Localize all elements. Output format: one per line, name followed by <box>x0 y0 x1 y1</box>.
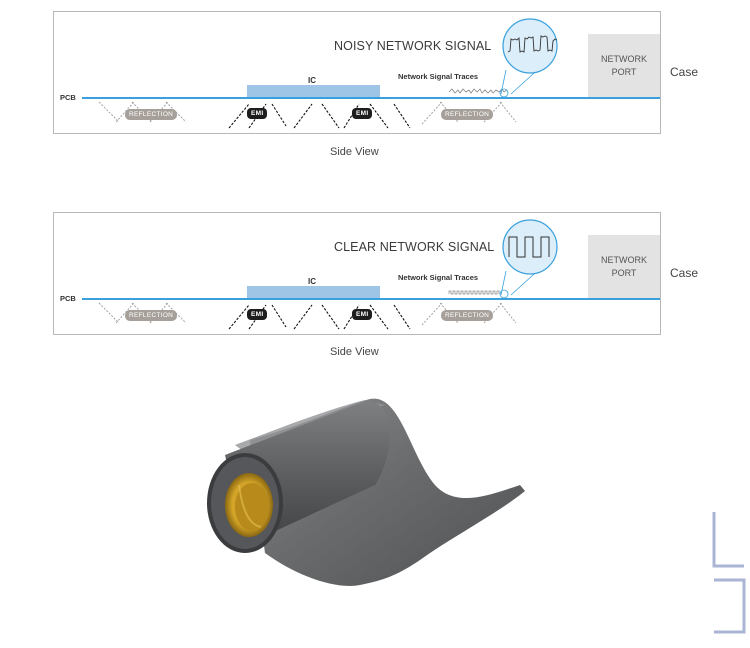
magnifier-connector-left <box>501 271 506 295</box>
port-line-2: PORT <box>612 268 637 278</box>
pcb-label: PCB <box>60 93 76 102</box>
noisy-signal-traces <box>449 89 507 93</box>
signal-magnifier <box>503 19 557 73</box>
panel-title: NOISY NETWORK SIGNAL <box>334 39 491 53</box>
reflection-badge-right: REFLECTION <box>441 109 493 120</box>
emi-badge-left: EMI <box>247 309 267 320</box>
magnifier-connector-left <box>501 70 506 94</box>
noisy-signal-panel: NOISY NETWORK SIGNAL IC Network Signal T… <box>53 11 661 134</box>
emi-badge-right: EMI <box>352 108 372 119</box>
reflection-badge-right: REFLECTION <box>441 310 493 321</box>
ic-label: IC <box>308 277 316 286</box>
case-label-1: Case <box>670 65 698 79</box>
clear-signal-traces <box>449 291 499 294</box>
traces-label: Network Signal Traces <box>398 72 478 81</box>
port-line-2: PORT <box>612 67 637 77</box>
emi-badge-left: EMI <box>247 108 267 119</box>
panel-title: CLEAR NETWORK SIGNAL <box>334 240 494 254</box>
network-port: NETWORK PORT <box>588 235 660 298</box>
side-view-caption-1: Side View <box>330 146 379 158</box>
reflection-badge-left: REFLECTION <box>125 310 177 321</box>
port-line-1: NETWORK <box>601 255 647 265</box>
ic-chip <box>247 286 380 298</box>
case-label-2: Case <box>670 266 698 280</box>
corner-bracket-icon <box>708 508 748 636</box>
ic-label: IC <box>308 76 316 85</box>
shielding-film-roll-image <box>195 385 535 595</box>
traces-label: Network Signal Traces <box>398 273 478 282</box>
emi-badge-right: EMI <box>352 309 372 320</box>
pcb-label: PCB <box>60 294 76 303</box>
port-line-1: NETWORK <box>601 54 647 64</box>
ic-chip <box>247 85 380 97</box>
network-port: NETWORK PORT <box>588 34 660 97</box>
reflection-badge-left: REFLECTION <box>125 109 177 120</box>
clear-signal-panel: CLEAR NETWORK SIGNAL IC Network Signal T… <box>53 212 661 335</box>
side-view-caption-2: Side View <box>330 346 379 358</box>
